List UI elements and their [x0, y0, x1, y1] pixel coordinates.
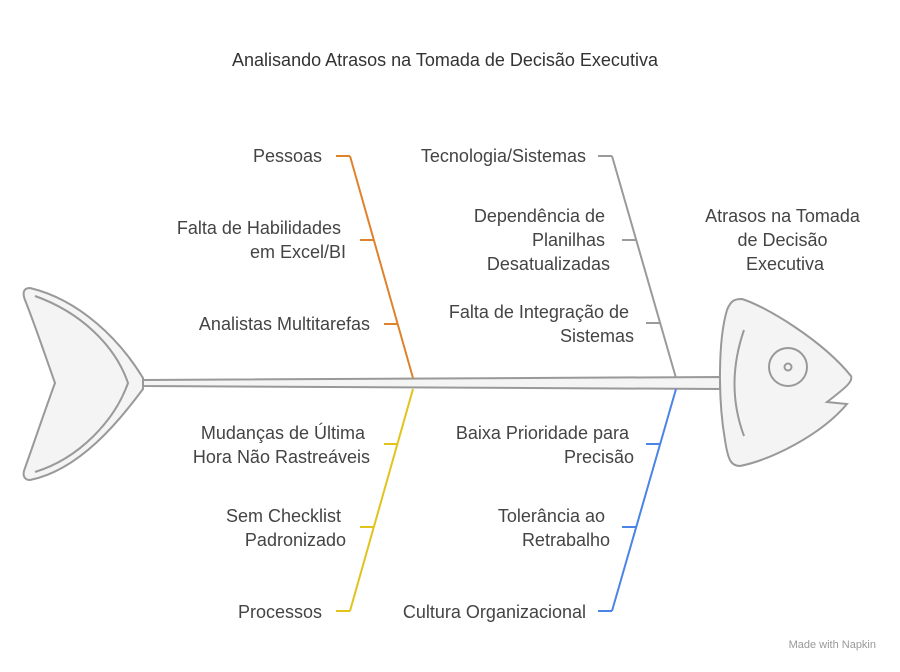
fish-tail-inner-line	[34, 295, 130, 473]
fish-gill	[733, 329, 745, 437]
cause-culture-2: Tolerância ao Retrabalho	[498, 506, 610, 550]
cause-culture-1: Baixa Prioridade para Precisão	[456, 423, 634, 467]
category-culture: Cultura Organizacional	[403, 602, 586, 622]
branch-culture	[598, 388, 677, 612]
watermark: Made with Napkin	[789, 639, 876, 651]
cause-process-2: Sem Checklist Padronizado	[226, 506, 346, 550]
branch-technology	[598, 155, 677, 379]
branch-people	[336, 155, 414, 379]
cause-process-1: Mudanças de Última Hora Não Rastreáveis	[193, 422, 370, 467]
category-process: Processos	[238, 602, 322, 622]
fish-eye	[768, 347, 808, 387]
fish-tail	[22, 286, 144, 482]
cause-people-1: Falta de Habilidades em Excel/BI	[177, 218, 346, 262]
cause-technology-1: Dependência de Planilhas Desatualizadas	[474, 206, 610, 274]
branch-process	[336, 388, 414, 612]
fish-spine	[142, 375, 721, 391]
effect-label: Atrasos na Tomada de Decisão Executiva	[705, 206, 865, 274]
category-technology: Tecnologia/Sistemas	[421, 146, 586, 166]
cause-technology-2: Falta de Integração de Sistemas	[449, 302, 634, 346]
fish-pupil	[783, 362, 793, 372]
cause-people-2: Analistas Multitarefas	[199, 314, 370, 334]
diagram-title: Analisando Atrasos na Tomada de Decisão …	[232, 50, 659, 70]
category-people: Pessoas	[253, 146, 322, 166]
